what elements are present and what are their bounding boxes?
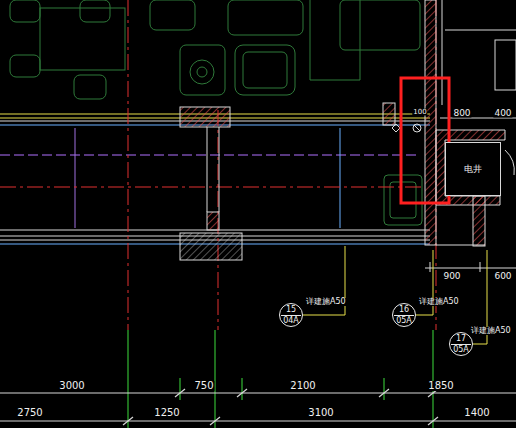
callout-number: 16 (397, 306, 411, 315)
detail-callout: 1705A (449, 332, 473, 356)
dimension-text: 2100 (289, 381, 316, 391)
dimension-text: 1250 (153, 408, 180, 418)
dimension-text: 900 (442, 272, 461, 281)
callout-number: 17 (454, 335, 468, 344)
room-box: 电井 (445, 142, 501, 196)
dimension-text: 1850 (427, 381, 454, 391)
highlight-box (401, 78, 449, 203)
dimension-text: 400 (493, 109, 512, 118)
reference-note: 详建施A50 (470, 327, 512, 335)
sheet-number: 05A (451, 344, 471, 354)
dimension-text: 100 (412, 109, 427, 116)
dimension-text: 3000 (58, 381, 85, 391)
dimension-text: 600 (493, 272, 512, 281)
dimension-text: 1400 (463, 408, 490, 418)
detail-callout: 1605A (392, 303, 416, 327)
detail-callout: 1504A (279, 303, 303, 327)
dimension-text: 3100 (307, 408, 334, 418)
dimension-text: 750 (193, 381, 214, 391)
callout-number: 15 (284, 306, 298, 315)
dimension-text: 2750 (16, 408, 43, 418)
room-name: 电井 (464, 165, 482, 174)
sheet-number: 04A (281, 315, 301, 325)
sheet-number: 05A (394, 315, 414, 325)
dimension-text: 800 (452, 109, 471, 118)
reference-note: 详建施A50 (305, 298, 347, 306)
reference-note: 详建施A50 (418, 298, 460, 306)
